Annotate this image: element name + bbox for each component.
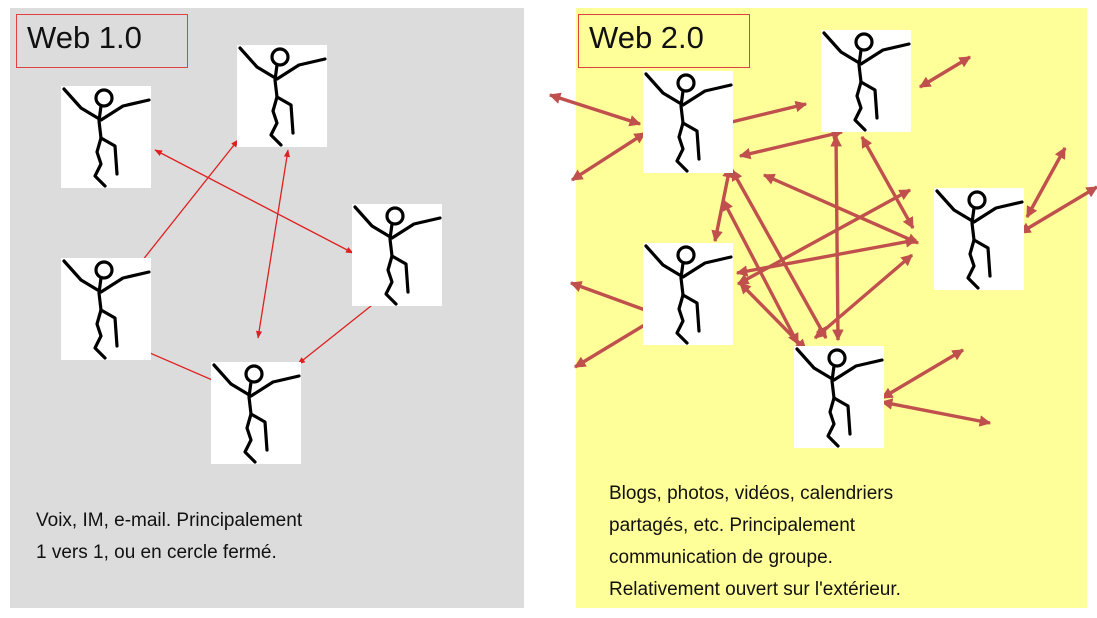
web2-arrow: [813, 253, 914, 340]
web2-arrow: [881, 348, 964, 400]
web2-title: Web 2.0: [578, 14, 750, 68]
web2-person: [821, 30, 911, 132]
web2-arrow: [830, 134, 844, 342]
web1-person: [352, 204, 442, 306]
web2-arrow: [571, 131, 646, 182]
web2-arrow: [919, 55, 971, 89]
web2-caption: Blogs, photos, vidéos, calendriers parta…: [609, 478, 901, 606]
web2-arrow: [860, 135, 915, 230]
web2-arrow: [738, 281, 808, 352]
web2-person: [794, 346, 884, 448]
web1-caption: Voix, IM, e-mail. Principalement 1 vers …: [36, 505, 302, 569]
web1-arrow: [154, 149, 354, 254]
web2-arrow: [569, 281, 658, 316]
web2-person: [934, 188, 1024, 290]
caption-line: Blogs, photos, vidéos, calendriers: [609, 483, 894, 504]
web2-arrow: [574, 316, 657, 369]
caption-line: Voix, IM, e-mail. Principalement: [36, 510, 303, 531]
web1-title: Web 1.0: [16, 14, 188, 68]
caption-line: partagés, etc. Principalement: [609, 515, 856, 536]
web1-person: [211, 362, 301, 464]
web2-arrow: [711, 165, 734, 243]
web2-arrow: [1025, 146, 1067, 219]
caption-line: Relativement ouvert sur l'extérieur.: [609, 579, 901, 600]
caption-line: 1 vers 1, ou en cercle fermé.: [36, 542, 277, 563]
web2-arrow: [736, 188, 912, 286]
web1-person: [237, 45, 327, 147]
web1-person: [61, 86, 151, 188]
web1-arrow: [297, 297, 382, 365]
web2-arrow: [880, 398, 992, 427]
web2-arrow: [548, 92, 642, 127]
web2-arrow: [762, 173, 920, 245]
web1-person: [61, 258, 151, 360]
web2-arrow: [1019, 185, 1097, 235]
web1-arrow: [137, 139, 239, 267]
web2-person: [643, 71, 733, 173]
web1-arrow: [256, 149, 290, 339]
web2-arrow: [738, 128, 844, 160]
web2-person: [643, 243, 733, 345]
caption-line: communication de groupe.: [609, 547, 833, 568]
